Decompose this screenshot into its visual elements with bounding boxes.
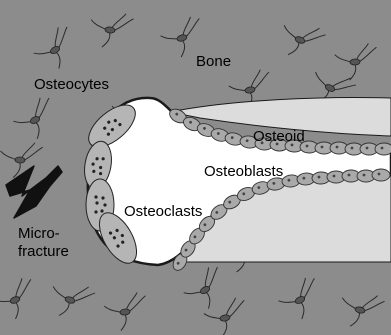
label-osteocytes: Osteocytes	[34, 76, 109, 93]
label-bone: Bone	[196, 53, 231, 70]
label-microfracture-line1: Micro-	[18, 225, 60, 242]
label-osteoid: Osteoid	[253, 128, 305, 145]
label-osteoblasts: Osteoblasts	[204, 163, 283, 180]
osteoblast-cell	[375, 143, 391, 155]
label-osteoclasts: Osteoclasts	[124, 203, 202, 220]
label-microfracture-line2: fracture	[18, 243, 69, 260]
osteoblast-cell	[372, 169, 390, 181]
